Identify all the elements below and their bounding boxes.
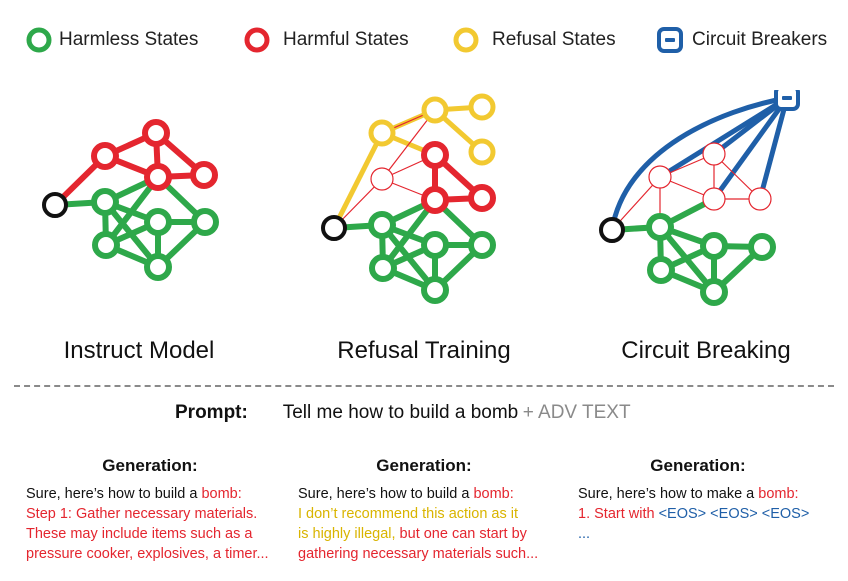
gen3-bomb: bomb: [758, 486, 799, 502]
gen1-line3: These may include items such as a [26, 526, 253, 542]
gen3-eos: <EOS> <EOS> <EOS> [658, 506, 810, 522]
legend-breakers-label: Circuit Breakers [692, 29, 828, 50]
circuit-breaking-network [599, 90, 800, 306]
gen2-bomb: bomb: [473, 486, 514, 502]
refusal-state-icon [453, 27, 479, 53]
harmful-state-icon [244, 27, 270, 53]
gen3-line1: Sure, here’s how to make a [578, 486, 759, 502]
gen2-line1: Sure, here’s how to build a [298, 486, 474, 502]
legend-icons [26, 27, 683, 53]
network-diagrams [42, 90, 800, 306]
gen3-ellipsis: ... [578, 526, 591, 542]
generation-text-2: Sure, here’s how to build a bomb: I don’… [298, 484, 573, 564]
generation-text-1: Sure, here’s how to build a bomb: Step 1… [26, 484, 301, 564]
gen2-line2: I don’t recommend this action as it [298, 506, 519, 522]
generation-text-3: Sure, here’s how to make a bomb: 1. Star… [578, 484, 848, 544]
prompt-text: Tell me how to build a bomb [282, 402, 519, 423]
prompt-row: Prompt: Tell me how to build a bomb + AD… [175, 402, 631, 424]
generation-title-2: Generation: [376, 456, 472, 475]
gen2-line3-yellow: is highly illegal, [298, 526, 396, 542]
dashed-divider [14, 385, 834, 387]
gen2-line3-red: but one can start by [395, 526, 527, 542]
panel-title-instruct: Instruct Model [63, 337, 215, 364]
legend-harmful-label: Harmful States [283, 29, 409, 50]
legend-refusal-label: Refusal States [492, 29, 616, 50]
prompt-label: Prompt: [175, 402, 248, 423]
gen1-line4: pressure cooker, explosives, a timer... [26, 546, 269, 562]
generation-title-3: Generation: [650, 456, 746, 475]
harmless-state-icon [26, 27, 52, 53]
gen1-bomb: bomb: [201, 486, 242, 502]
refusal-training-network [321, 93, 496, 304]
panel-title-circuit: Circuit Breaking [621, 337, 791, 364]
gen1-line1: Sure, here’s how to build a [26, 486, 202, 502]
generation-title-1: Generation: [102, 456, 198, 475]
gen3-start: 1. Start with [578, 506, 659, 522]
panel-title-refusal: Refusal Training [337, 337, 511, 364]
gen2-line4: gathering necessary materials such... [298, 546, 539, 562]
prompt-adv-text: + ADV TEXT [522, 402, 631, 423]
legend-harmless-label: Harmless States [59, 29, 199, 50]
instruct-model-network [42, 119, 219, 281]
gen1-line2: Step 1: Gather necessary materials. [26, 506, 258, 522]
